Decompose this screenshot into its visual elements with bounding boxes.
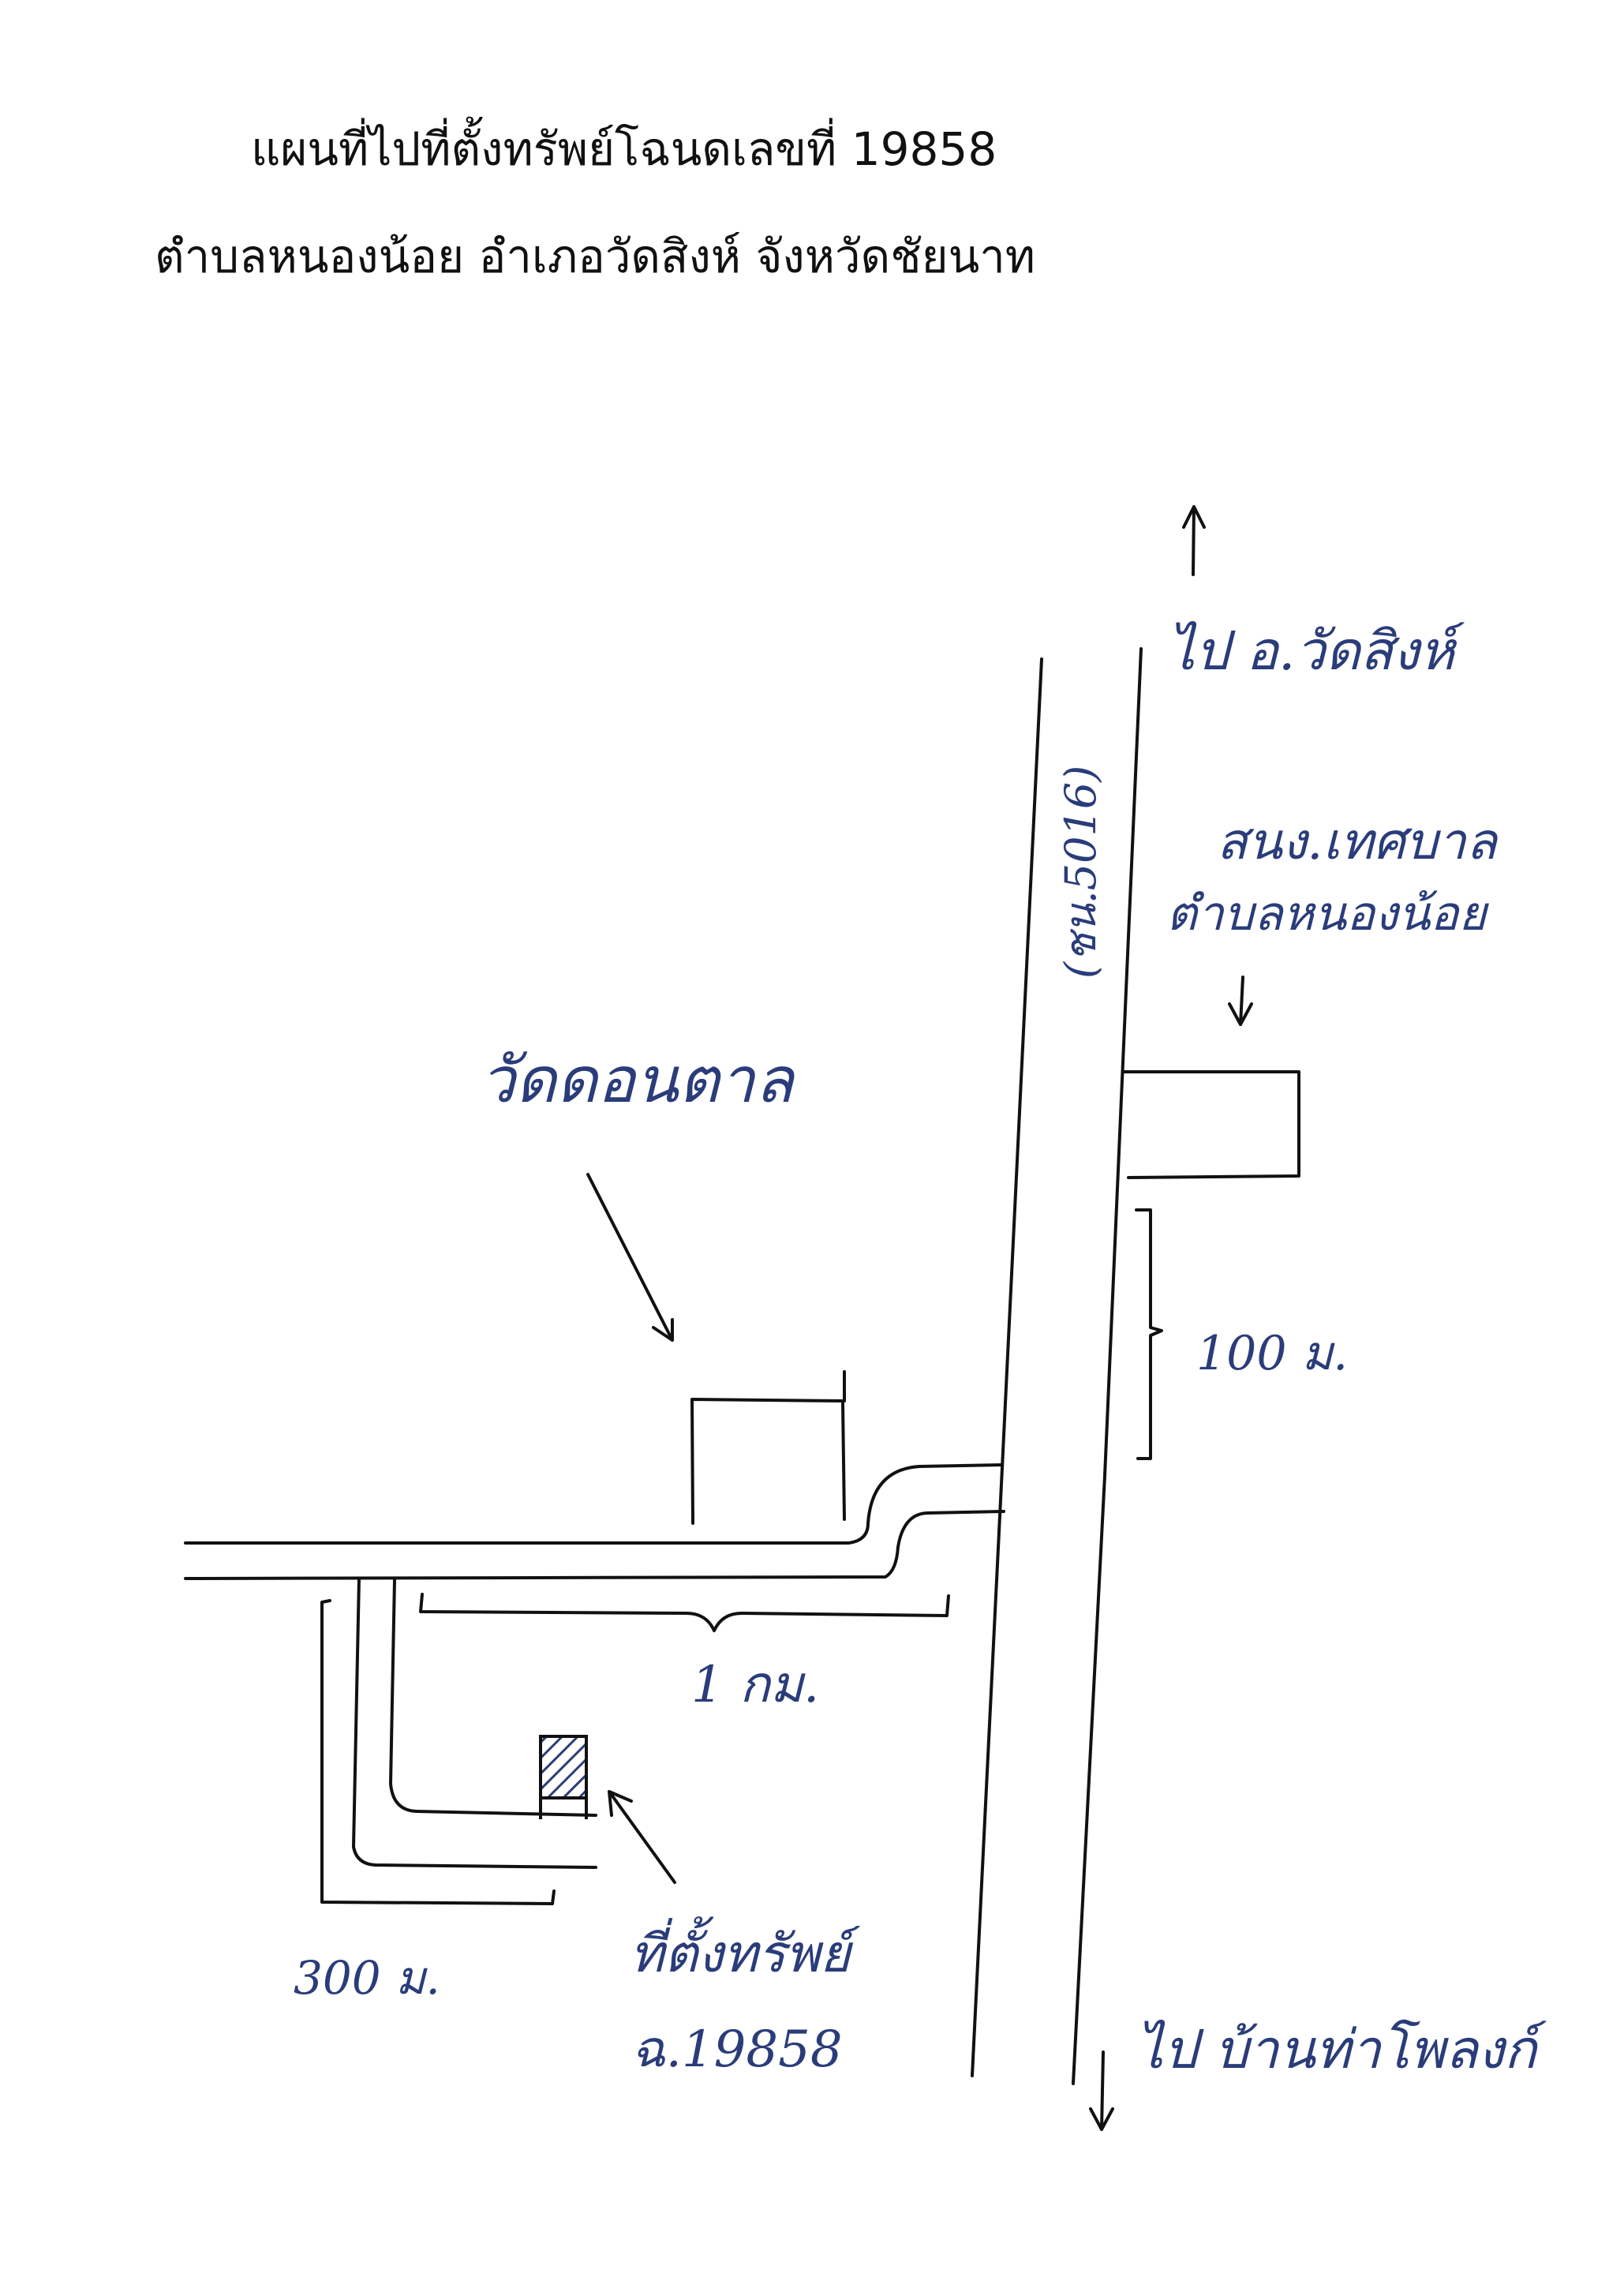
- label-to-north: ไป อ.วัดสิงห์: [1168, 620, 1465, 683]
- arrow-north-icon: [1182, 505, 1206, 576]
- label-property-line2: ฉ.19858: [631, 2020, 843, 2079]
- map-title-line-1: แผนที่ไปที่ตั้งทรัพย์โฉนดเลขที่ 19858: [251, 122, 997, 176]
- property-pointer-arrow-icon: [608, 1790, 676, 1884]
- temple-pointer-arrow-icon: [586, 1173, 674, 1342]
- side-road-south-edge: [184, 1510, 1005, 1580]
- label-temple: วัดดอนตาล: [480, 1043, 796, 1117]
- bracket-1km: [419, 1593, 950, 1632]
- map-title-line-2: ตำบลหนองน้อย อำเภอวัดสิงห์ จังหวัดชัยนาท: [155, 230, 1036, 283]
- municipality-pointer-arrow-icon: [1228, 976, 1253, 1026]
- label-distance-100m: 100 ม.: [1196, 1326, 1348, 1381]
- bracket-100m: [1135, 1208, 1163, 1460]
- bracket-300m: [320, 1599, 556, 1905]
- highway-left-edge: [971, 657, 1043, 2077]
- label-distance-300m: 300 ม.: [294, 1951, 440, 2005]
- label-to-south: ไป บ้านท่าโพลงก์: [1136, 2019, 1547, 2081]
- label-distance-1km: 1 กม.: [691, 1656, 819, 1714]
- side-road-north-edge: [184, 1463, 1004, 1545]
- property-plot: [539, 1735, 588, 1800]
- arrow-south-icon: [1089, 2050, 1114, 2131]
- highway-right-edge: [1072, 647, 1143, 2085]
- label-highway: (ชน.5016): [1056, 766, 1106, 979]
- label-municipality-line1: สนง.เทศบาล: [1217, 813, 1499, 871]
- municipality-building: [1122, 1070, 1300, 1179]
- label-property-line1: ที่ตั้งทรัพย์: [630, 1916, 861, 1984]
- label-municipality-line2: ตำบลหนองน้อย: [1166, 886, 1489, 942]
- lane-east-edge: [389, 1579, 597, 1817]
- lane-west-edge: [352, 1577, 597, 1869]
- temple-building: [690, 1370, 846, 1525]
